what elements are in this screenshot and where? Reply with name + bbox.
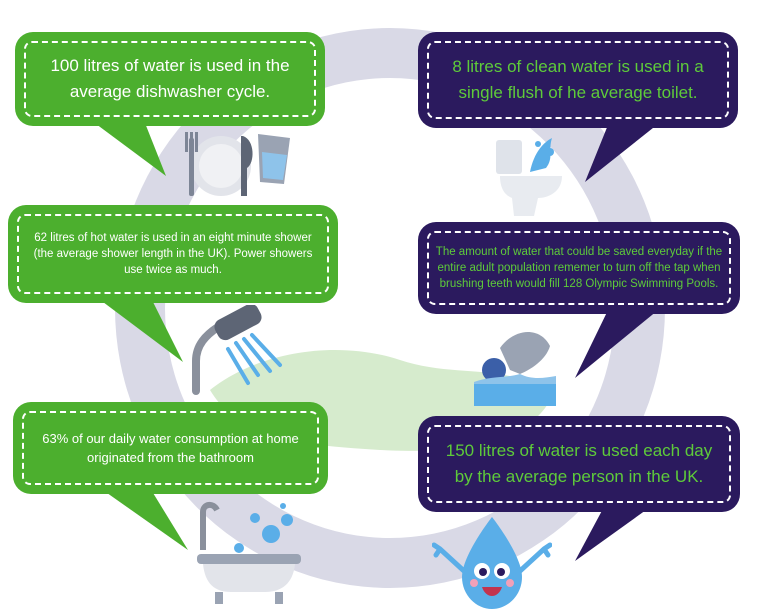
shower-fact-text: 62 litres of hot water is used in an eig…	[17, 214, 329, 294]
bubble-tail	[95, 296, 183, 362]
dishes-icon	[185, 132, 253, 196]
swimmer-icon	[474, 331, 556, 406]
bubble-tail	[100, 488, 188, 550]
dishwasher-fact-text: 100 litres of water is used in the avera…	[24, 41, 316, 117]
glass-icon	[258, 134, 290, 184]
dishwasher-fact-bubble: 100 litres of water is used in the avera…	[15, 32, 325, 126]
bubble-tail	[575, 505, 653, 561]
bathroom-fact-text: 63% of our daily water consumption at ho…	[22, 411, 319, 485]
bubble-tail	[575, 306, 663, 378]
bathtub-icon	[197, 502, 301, 604]
bathroom-fact-bubble: 63% of our daily water consumption at ho…	[13, 402, 328, 494]
bubble-tail	[585, 120, 663, 182]
person-fact-bubble: 150 litres of water is used each day by …	[418, 416, 740, 512]
toilet-icon	[496, 138, 562, 216]
teeth-fact-text: The amount of water that could be saved …	[427, 231, 731, 305]
water-drop-mascot-icon	[432, 517, 552, 609]
toilet-fact-text: 8 litres of clean water is used in a sin…	[427, 41, 729, 119]
bubble-tail	[88, 118, 166, 176]
shower-fact-bubble: 62 litres of hot water is used in an eig…	[8, 205, 338, 303]
shower-head-icon	[192, 305, 282, 395]
person-fact-text: 150 litres of water is used each day by …	[427, 425, 731, 503]
teeth-fact-bubble: The amount of water that could be saved …	[418, 222, 740, 314]
toilet-fact-bubble: 8 litres of clean water is used in a sin…	[418, 32, 738, 128]
